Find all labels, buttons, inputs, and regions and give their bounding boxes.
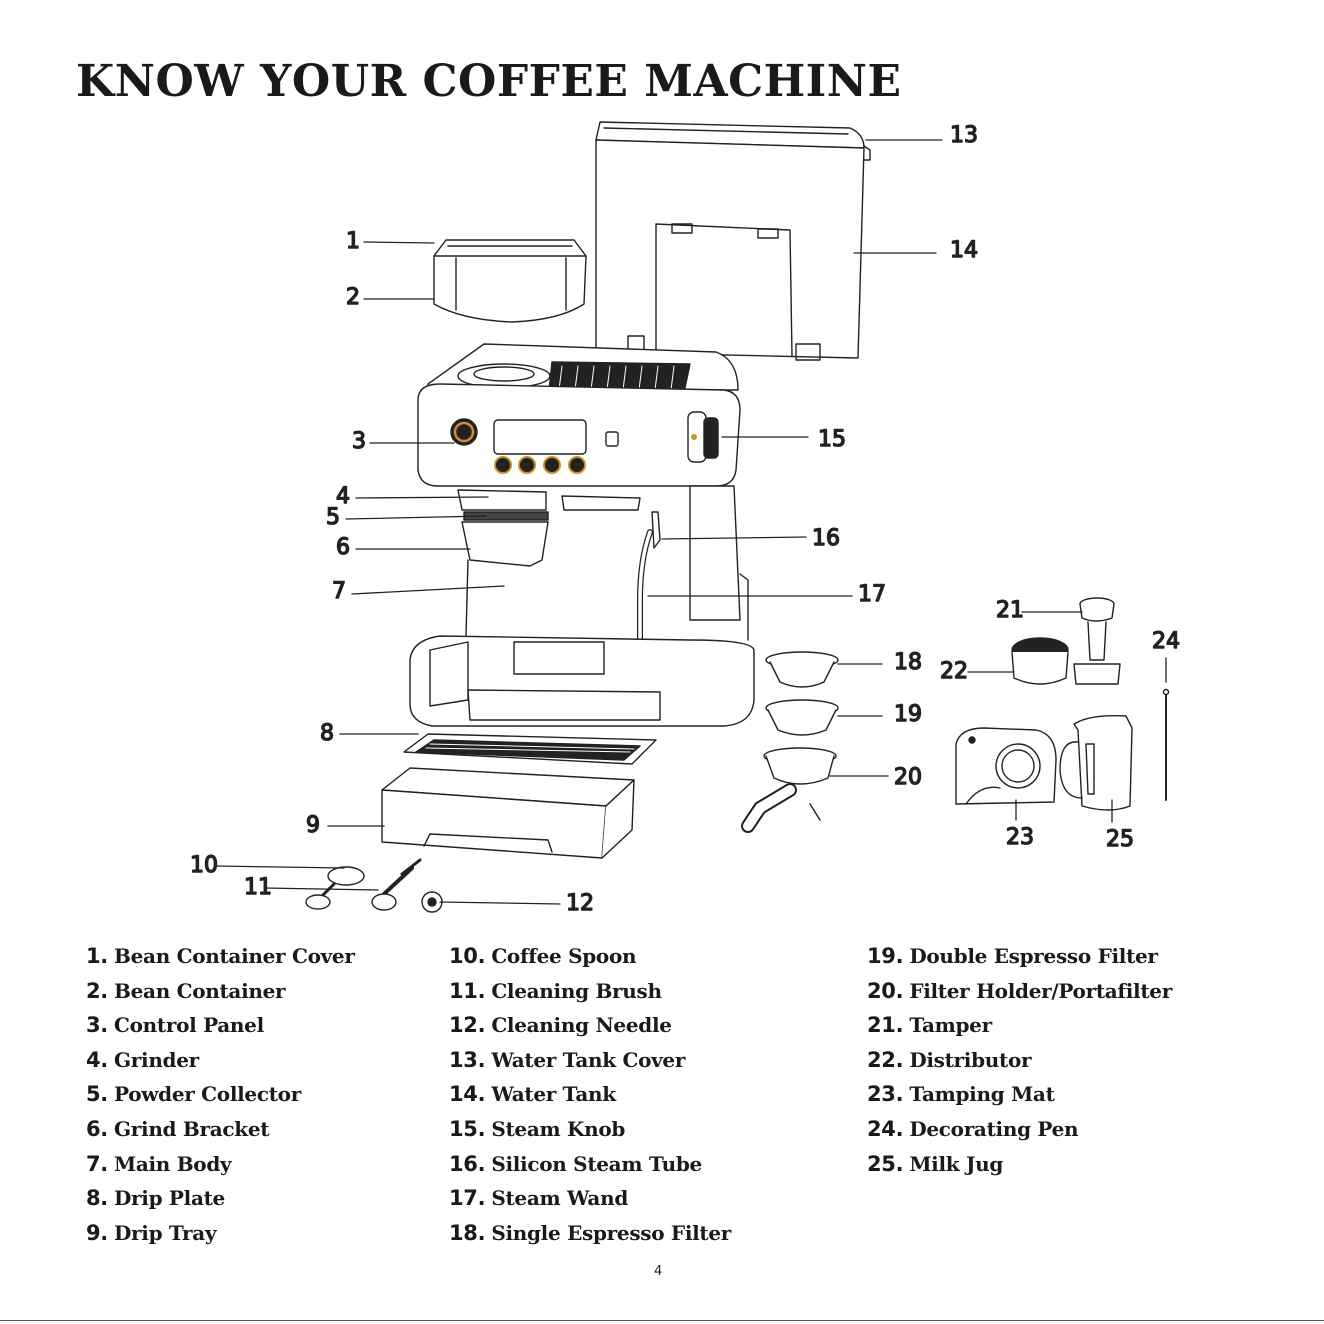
callout-25: 25	[1106, 827, 1134, 852]
callout-16: 16	[812, 526, 840, 551]
part-item-16: 16.Silicon Steam Tube	[449, 1151, 702, 1176]
part-item-20: 20.Filter Holder/Portafilter	[867, 978, 1172, 1003]
callout-4: 4	[336, 484, 350, 509]
part-item-4: 4.Grinder	[86, 1047, 199, 1072]
callout-21: 21	[996, 598, 1024, 623]
leader-lines	[215, 139, 1167, 905]
callout-5: 5	[326, 505, 340, 530]
callout-20: 20	[894, 765, 922, 790]
callout-22: 22	[940, 659, 968, 684]
part-item-24: 24.Decorating Pen	[867, 1116, 1079, 1141]
parts-list-column-2: 10.Coffee Spoon 11.Cleaning Brush 12.Cle…	[449, 944, 731, 1255]
callout-13: 13	[950, 123, 978, 148]
part-item-18: 18.Single Espresso Filter	[449, 1220, 732, 1245]
part-item-14: 14.Water Tank	[449, 1082, 616, 1107]
callout-14: 14	[950, 238, 978, 263]
callout-3: 3	[352, 429, 366, 454]
drip-tray-illustration	[381, 767, 635, 859]
bottom-divider	[0, 1320, 1324, 1321]
callout-12: 12	[566, 891, 594, 916]
part-item-3: 3.Control Panel	[86, 1013, 264, 1038]
drip-plate-illustration	[403, 733, 657, 765]
tamper-set-illustration	[1011, 597, 1170, 801]
callout-9: 9	[306, 813, 320, 838]
part-item-9: 9.Drip Tray	[86, 1220, 217, 1245]
callout-2: 2	[346, 285, 360, 310]
part-item-8: 8.Drip Plate	[86, 1186, 225, 1211]
machine-body-illustration	[409, 343, 755, 727]
page-title: KNOW YOUR COFFEE MACHINE	[76, 56, 902, 107]
callout-11: 11	[244, 875, 272, 900]
callout-10: 10	[190, 853, 218, 878]
part-item-22: 22.Distributor	[867, 1047, 1032, 1072]
part-item-25: 25.Milk Jug	[867, 1151, 1004, 1176]
part-item-21: 21.Tamper	[867, 1013, 992, 1038]
filters-illustration	[741, 651, 839, 833]
callout-7: 7	[332, 579, 346, 604]
callout-19: 19	[894, 702, 922, 727]
part-item-15: 15.Steam Knob	[449, 1116, 626, 1141]
callout-23: 23	[1006, 825, 1034, 850]
callout-15: 15	[818, 427, 846, 452]
part-item-19: 19.Double Espresso Filter	[867, 944, 1158, 968]
parts-list-column-3: 19.Double Espresso Filter 20.Filter Hold…	[867, 944, 1172, 1186]
part-item-23: 23.Tamping Mat	[867, 1082, 1055, 1107]
page-number: 4	[654, 1264, 663, 1279]
part-item-17: 17.Steam Wand	[449, 1186, 629, 1211]
part-item-11: 11.Cleaning Brush	[449, 978, 662, 1003]
exploded-diagram: 1 2 3 4 5 6 7 8 9 10 11 12 13 14 15 16 1…	[189, 121, 1181, 917]
part-item-1: 1.Bean Container Cover	[86, 944, 355, 968]
callout-18: 18	[894, 650, 922, 675]
callout-6: 6	[336, 535, 350, 560]
mat-jug-illustration	[955, 714, 1133, 811]
part-item-10: 10.Coffee Spoon	[449, 944, 637, 968]
callout-17: 17	[858, 582, 886, 607]
part-item-7: 7.Main Body	[86, 1151, 232, 1176]
part-item-13: 13.Water Tank Cover	[449, 1047, 686, 1072]
part-item-5: 5.Powder Collector	[86, 1082, 301, 1107]
part-item-2: 2.Bean Container	[86, 978, 286, 1003]
bean-container-illustration	[433, 239, 587, 323]
small-tools-illustration	[305, 858, 443, 913]
callout-1: 1	[346, 229, 360, 254]
water-tank-illustration	[595, 121, 871, 361]
callout-8: 8	[320, 721, 334, 746]
parts-list-column-1: 1.Bean Container Cover 2.Bean Container …	[86, 944, 355, 1255]
part-item-6: 6.Grind Bracket	[86, 1116, 270, 1141]
callout-24: 24	[1152, 629, 1180, 654]
part-item-12: 12.Cleaning Needle	[449, 1013, 672, 1038]
